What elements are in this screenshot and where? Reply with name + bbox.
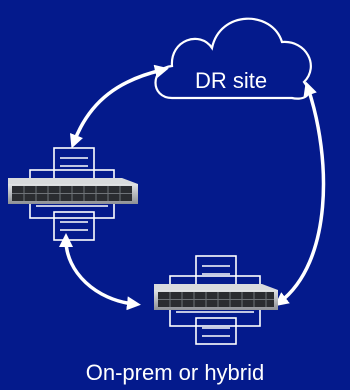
server-rack-icon [154, 284, 278, 310]
cloud-label: DR site [195, 68, 267, 93]
bottom-server-node [154, 255, 278, 345]
caption-on-prem-or-hybrid: On-prem or hybrid [85, 360, 265, 385]
arrow-cloud-to-left-server [69, 64, 169, 149]
dr-site-cloud: DR site [154, 17, 312, 100]
left-server-node [8, 147, 138, 241]
arrow-cloud-to-bottom-server [274, 81, 326, 307]
arrow-left-server-to-bottom-server [59, 233, 141, 311]
server-rack-icon [8, 178, 138, 204]
